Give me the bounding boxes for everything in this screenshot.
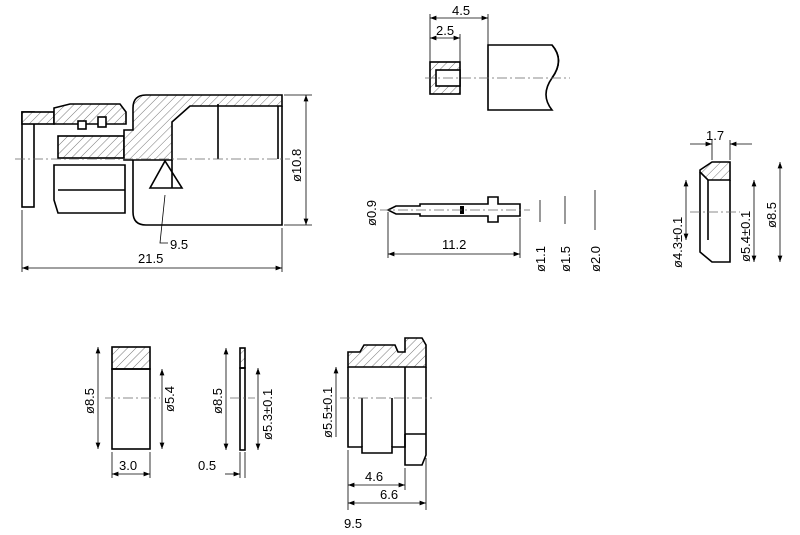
dim-nut-l3: 9.5 <box>344 516 362 531</box>
dim-pin-tip: ø0.9 <box>364 200 379 226</box>
dim-spacer-width: 3.0 <box>119 458 137 473</box>
dim-pin-d1: ø1.1 <box>533 246 548 272</box>
washer: ø8.5 ø5.3±0.1 0.5 <box>198 347 275 478</box>
ferrule: 1.7 ø4.3±0.1 ø5.4±0.1 ø8.5 <box>670 128 783 268</box>
main-connector: ø10.8 9.5 21.5 <box>15 94 312 272</box>
dim-spacer-outer: ø8.5 <box>82 388 97 414</box>
dim-spacer-inner: ø5.4 <box>162 386 177 412</box>
dim-nut-l2: 6.6 <box>380 487 398 502</box>
dim-main-length: 21.5 <box>138 251 163 266</box>
dim-nut-l1: 4.6 <box>365 469 383 484</box>
spacer: ø8.5 ø5.4 3.0 <box>82 346 177 478</box>
contact-pin: 11.2 ø0.9 ø1.1 ø1.5 ø2.0 <box>364 190 603 272</box>
dim-washer-inner: ø5.3±0.1 <box>260 389 275 440</box>
dim-pin-d2: ø1.5 <box>558 246 573 272</box>
nut: ø5.5±0.1 4.6 6.6 9.5 <box>320 337 432 531</box>
dim-ferrule-mid: ø5.4±0.1 <box>738 211 753 262</box>
dim-main-diameter: ø10.8 <box>289 149 304 182</box>
dim-washer-outer: ø8.5 <box>210 388 225 414</box>
cable-end: 4.5 2.5 <box>425 3 570 111</box>
dim-ferrule-width: 1.7 <box>706 128 724 143</box>
dim-ferrule-inner: ø4.3±0.1 <box>670 217 685 268</box>
dim-nut-bore: ø5.5±0.1 <box>320 387 335 438</box>
dim-ferrule-outer: ø8.5 <box>764 202 779 228</box>
dim-main-leader: 9.5 <box>170 237 188 252</box>
dim-washer-width: 0.5 <box>198 458 216 473</box>
dim-pin-d3: ø2.0 <box>588 246 603 272</box>
dim-cable-inner: 2.5 <box>436 23 454 38</box>
dim-pin-length: 11.2 <box>442 237 466 252</box>
dim-cable-outer: 4.5 <box>452 3 470 18</box>
